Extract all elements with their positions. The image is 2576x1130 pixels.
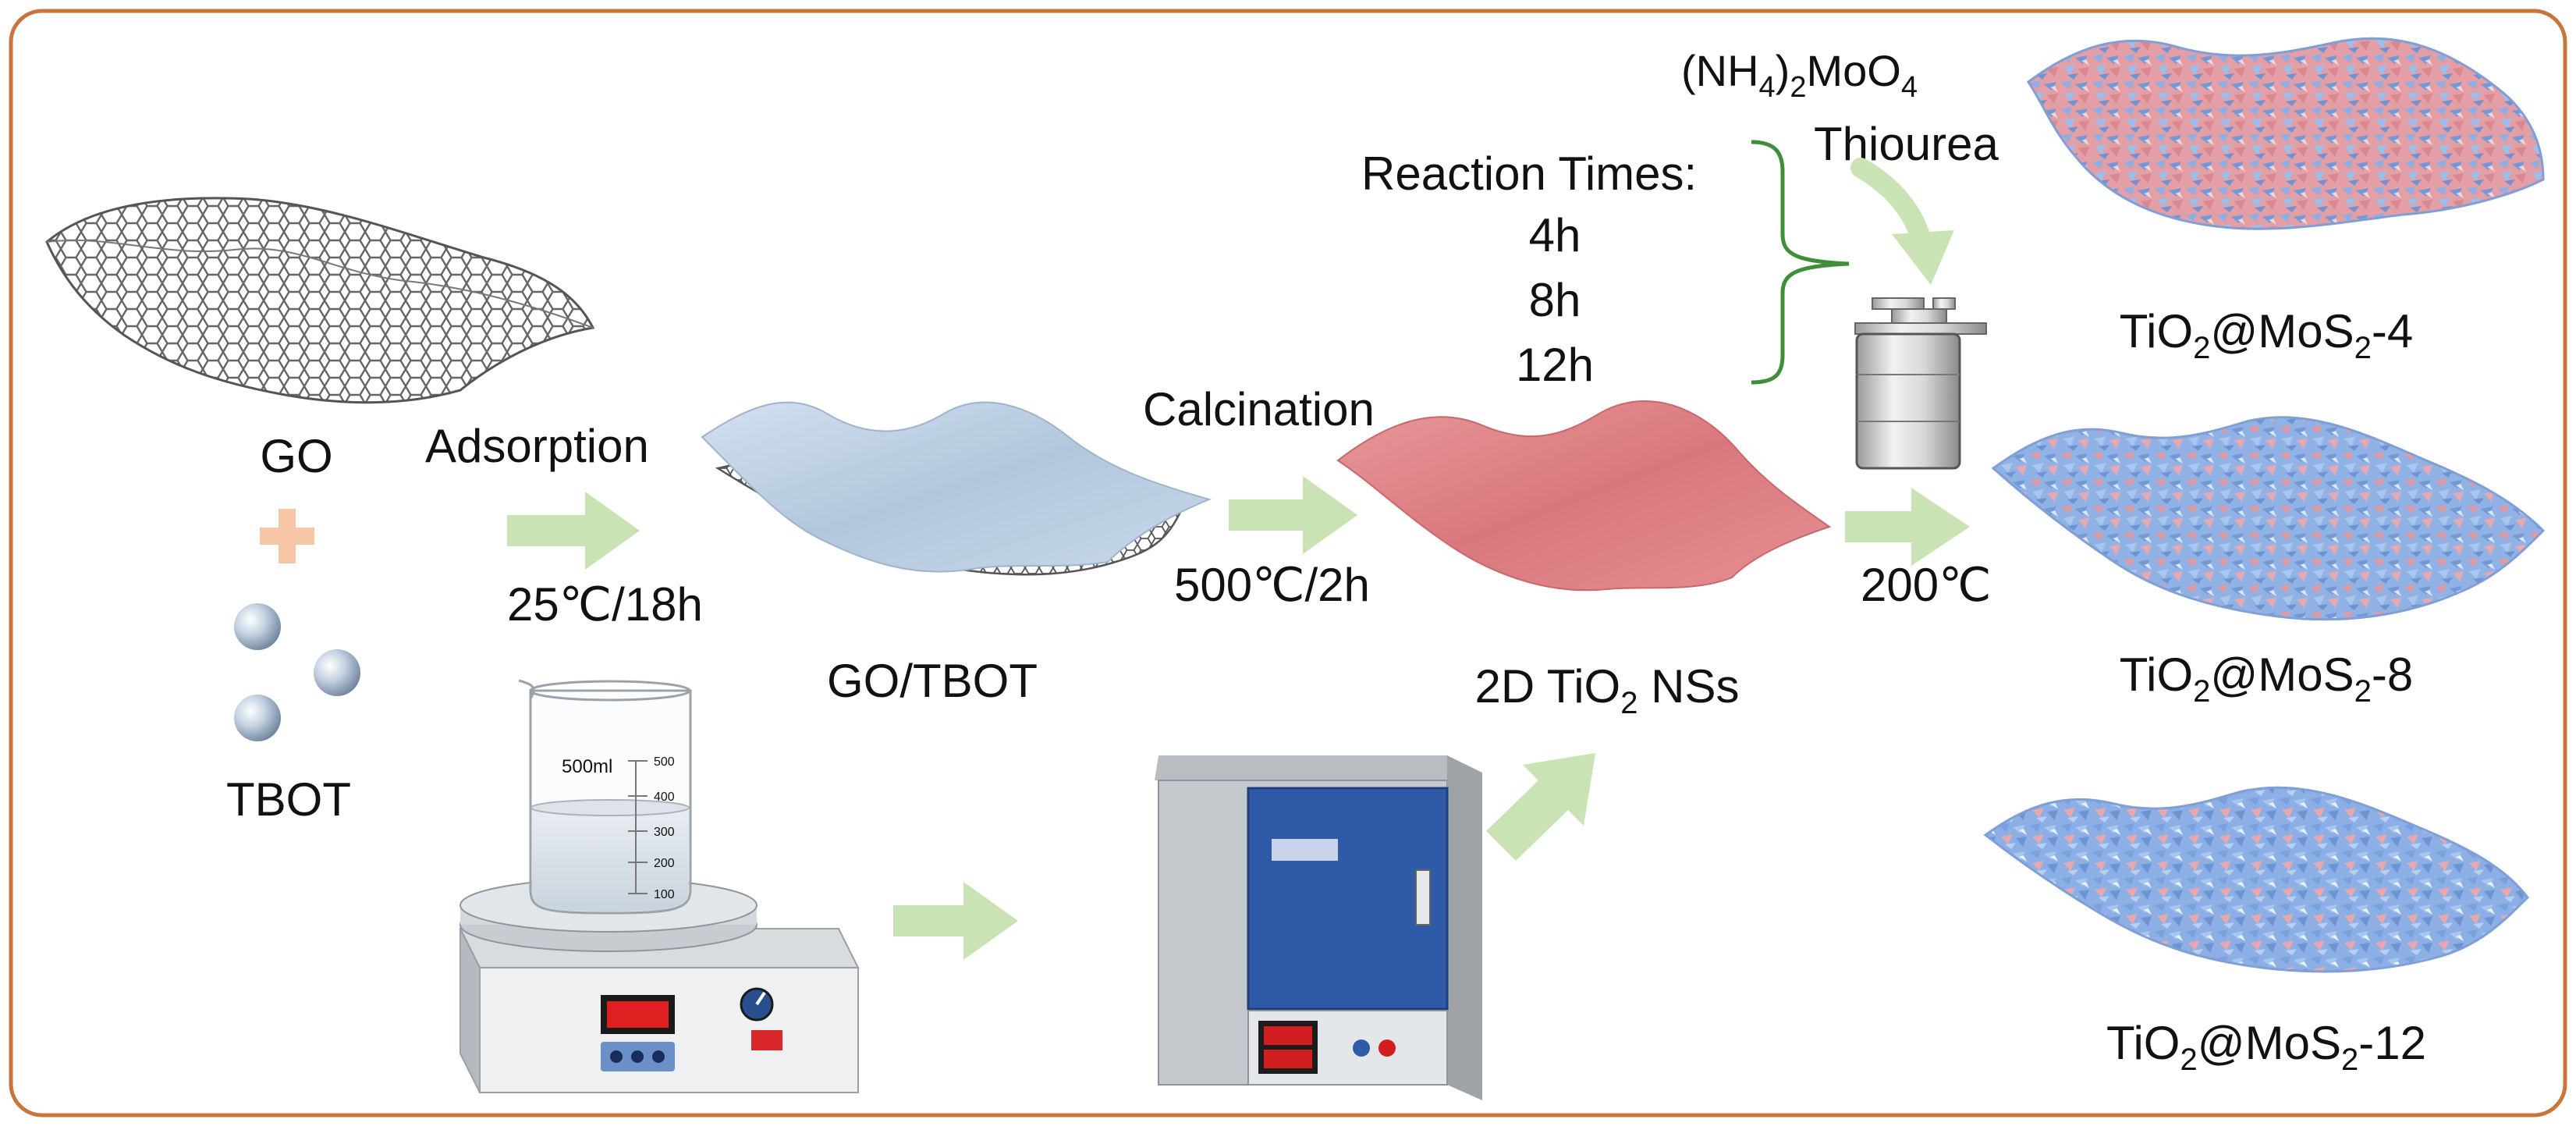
reaction-time-12h: 12h — [1516, 339, 1594, 391]
calcination-condition-label: 500℃/2h — [1174, 559, 1370, 611]
product-label-8: TiO2@MoS2-8 — [2120, 649, 2414, 709]
reaction-times-brace — [1751, 140, 1850, 385]
tbot-sphere-icon — [234, 603, 281, 650]
adsorption-arrow — [507, 492, 640, 570]
tio2-ns-label: 2D TiO2 NSs — [1475, 660, 1740, 720]
beaker-tick-500: 500 — [654, 755, 675, 769]
beaker-tick-100: 100 — [654, 888, 675, 901]
furnace-icon — [1155, 755, 1482, 1100]
go-tbot-sheet — [701, 401, 1212, 576]
hydrothermal-arrow — [1845, 488, 1970, 566]
go-tbot-label: GO/TBOT — [827, 655, 1038, 707]
reaction-time-8h: 8h — [1529, 274, 1581, 326]
calcination-label: Calcination — [1143, 383, 1375, 435]
tbot-sphere-icon — [314, 649, 360, 696]
thiourea-label: Thiourea — [1814, 118, 1999, 170]
product-sheet-4 — [2026, 37, 2545, 230]
product-sheet-12 — [1983, 786, 2529, 973]
reagent-feed-arrow — [1850, 158, 1954, 285]
beaker-tick-300: 300 — [654, 826, 675, 839]
tbot-sphere-icon — [234, 695, 281, 741]
calcination-arrow — [1229, 476, 1357, 554]
tio2-nanosheet — [1336, 400, 1832, 592]
adsorption-label: Adsorption — [425, 420, 649, 472]
beaker-tick-200: 200 — [654, 857, 675, 870]
hydrothermal-temp-label: 200℃ — [1861, 559, 1992, 611]
stirrer-to-oven-arrow — [893, 882, 1018, 960]
beaker-volume-label: 500ml — [562, 756, 612, 777]
product-sheet-8 — [1991, 416, 2546, 621]
product-label-12: TiO2@MoS2-12 — [2106, 1017, 2426, 1077]
ammonium-molybdate-label: (NH4)2MoO4 — [1681, 46, 1918, 104]
plus-icon — [260, 509, 314, 563]
product-label-4: TiO2@MoS2-4 — [2120, 305, 2414, 365]
reaction-time-4h: 4h — [1529, 209, 1581, 261]
tbot-label: TBOT — [226, 773, 351, 826]
beaker-icon: 500ml 500 400 300 200 100 — [518, 679, 692, 915]
adsorption-condition-label: 25℃/18h — [507, 578, 703, 631]
diagram-border — [9, 9, 2567, 1118]
go-graphene-sheet — [45, 197, 595, 404]
furnace-to-tio2-arrow — [1486, 753, 1595, 861]
beaker-tick-400: 400 — [654, 791, 675, 804]
go-label: GO — [260, 430, 332, 482]
reaction-times-label: Reaction Times: — [1361, 147, 1697, 200]
tbot-molecules — [234, 603, 360, 741]
autoclave-icon — [1854, 297, 1987, 470]
